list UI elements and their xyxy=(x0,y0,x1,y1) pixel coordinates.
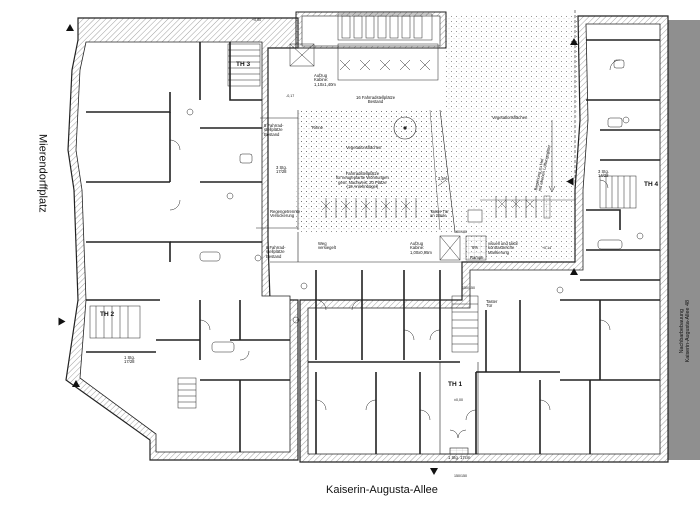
street-label-left: Mierendorffplatz xyxy=(36,134,49,213)
rampe-label: Rampe xyxy=(470,255,484,260)
dimension-label: 180/180 xyxy=(454,230,467,234)
stufe-left-label: 1 Stg. 17/28 xyxy=(124,355,135,365)
stair-label-th3: TH 3 xyxy=(236,61,251,68)
section-marker-bottom-left xyxy=(72,380,80,387)
bike-new-label: Fahrradstellplätze für neugeplante Wohnu… xyxy=(336,171,389,190)
sanitary-fixtures xyxy=(186,59,644,353)
door-swings xyxy=(169,59,621,439)
section-marker-left xyxy=(58,317,66,326)
level-marker: -0,17 xyxy=(286,94,295,98)
vegetation-left-label: Vegetationsflächen xyxy=(346,145,382,150)
section-marker-bottom xyxy=(430,468,438,475)
slope-arrow xyxy=(437,120,556,193)
bike-existing-top-label: 16 Fahrradstellplätze Bestand xyxy=(356,95,396,105)
stufe-th4-label: 3 Stg. 14/28 xyxy=(598,169,609,179)
level-marker: +0,00 xyxy=(252,18,262,22)
markierung-label: visuell und taktil kontrastreiche Markie… xyxy=(488,241,518,255)
section-marker-top-left xyxy=(66,24,74,31)
slope-label: 2,5% xyxy=(438,176,448,181)
stair-label-th1: TH 1 xyxy=(448,381,463,388)
courtyard xyxy=(296,16,578,262)
outer-walls xyxy=(65,11,669,463)
neighbor-label: Nachbarbebauung Kaiserin-Augusta-Allee 4… xyxy=(679,300,691,363)
stair-label-th2: TH 2 xyxy=(100,311,115,318)
dimension-label: 150/150 xyxy=(454,474,467,478)
bike-existing-lower-label: 6 Fahrrad- stellplätze Bestand xyxy=(266,245,286,259)
taster-tuer-label: Taster Tür xyxy=(486,299,498,309)
taster-tuer-saeule-label: Taster Tür an Säule xyxy=(430,209,449,219)
aufzug-mid-label: Aufzug Kabine: 1,00x0,95m xyxy=(410,241,432,255)
passage xyxy=(256,10,576,455)
staircases xyxy=(89,43,637,409)
vegetation-right-label: Vegetationsflächen xyxy=(492,115,528,120)
street-label-bottom: Kaiserin-Augusta-Allee xyxy=(326,484,438,496)
aufzug-top-label: Aufzug Kabine: 1,10x1,40m xyxy=(314,73,336,87)
bike-existing-left-label: 8 Fahrrad- stellplätze Bestand xyxy=(264,123,284,137)
rinne-label: Rinne xyxy=(312,125,323,130)
section-marker-right-top xyxy=(570,38,578,45)
stair-label-th4: TH 4 xyxy=(644,181,659,188)
interior-walls xyxy=(86,39,660,454)
dimension-label: 150/150 xyxy=(462,286,475,290)
percent-label: 6% xyxy=(472,245,479,250)
weg-label: Weg versiegelt xyxy=(318,241,336,251)
section-marker-right xyxy=(566,177,574,186)
neighbor-building xyxy=(668,20,700,460)
sickering-label: Regengetrennte Versickerung xyxy=(270,209,301,219)
stufe-bottom-label: 1 Stg. 17cm xyxy=(448,455,471,460)
level-marker: ±0,00 xyxy=(454,398,463,402)
stair-small-label: 3 Stg. 17/28 xyxy=(276,165,287,175)
level-marker: +0,14 xyxy=(542,246,552,250)
section-marker-right-mid xyxy=(570,268,578,275)
bike-shelter-top xyxy=(337,13,439,81)
